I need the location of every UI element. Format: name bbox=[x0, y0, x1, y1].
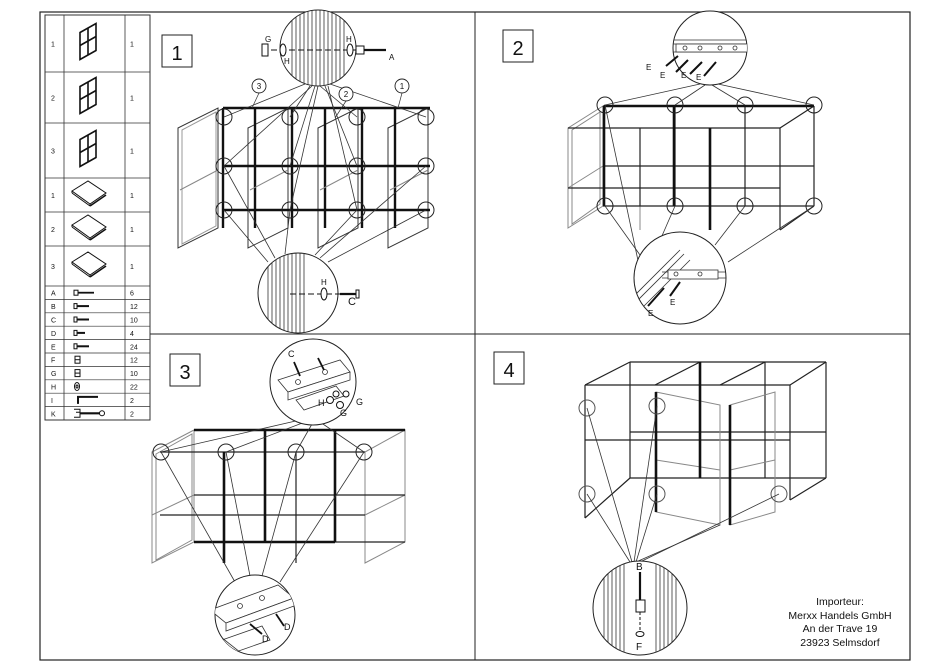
hardware-id: I bbox=[51, 398, 53, 405]
hardware-id: D bbox=[51, 331, 56, 338]
part-qty: 1 bbox=[130, 227, 134, 234]
hardware-qty: 22 bbox=[130, 385, 138, 392]
step-number: 4 bbox=[503, 360, 514, 382]
hardware-id: C bbox=[51, 318, 56, 325]
svg-text:2: 2 bbox=[344, 90, 349, 99]
part-id: 2 bbox=[51, 227, 55, 234]
hardware-id: F bbox=[51, 358, 55, 365]
step-3-panel: 3 bbox=[152, 339, 405, 660]
connector-icon bbox=[75, 370, 80, 377]
connector-icon bbox=[75, 356, 80, 363]
importer-city: 23923 Selmsdorf bbox=[770, 637, 910, 651]
importer-company: Merxx Handels GmbH bbox=[770, 610, 910, 624]
part-id: 1 bbox=[51, 42, 55, 49]
svg-text:G: G bbox=[356, 397, 363, 407]
svg-text:3: 3 bbox=[257, 82, 262, 91]
importer-label: Importeur: bbox=[770, 596, 910, 610]
svg-text:G: G bbox=[265, 35, 271, 44]
svg-text:E: E bbox=[660, 71, 665, 80]
hardware-id: B bbox=[51, 304, 56, 311]
hardware-qty: 12 bbox=[130, 304, 138, 311]
step-2-panel: 2 bbox=[503, 11, 822, 324]
svg-text:E: E bbox=[648, 309, 653, 318]
step-number: 3 bbox=[179, 362, 190, 384]
part-id: 2 bbox=[51, 96, 55, 103]
hardware-id: A bbox=[51, 291, 56, 298]
svg-text:D: D bbox=[284, 622, 291, 632]
svg-text:E: E bbox=[696, 73, 701, 82]
svg-text:1: 1 bbox=[400, 82, 405, 91]
part-qty: 1 bbox=[130, 42, 134, 49]
svg-text:H: H bbox=[318, 398, 325, 408]
part-id: 3 bbox=[51, 149, 55, 156]
hardware-id: K bbox=[51, 411, 56, 418]
step-1-panel: 1 bbox=[162, 0, 434, 340]
hardware-qty: 2 bbox=[130, 411, 134, 418]
hardware-qty: 2 bbox=[130, 398, 134, 405]
hardware-qty: 6 bbox=[130, 291, 134, 298]
svg-text:C: C bbox=[288, 349, 295, 359]
washer-icon bbox=[75, 383, 80, 391]
step-number: 1 bbox=[171, 43, 182, 65]
svg-text:E: E bbox=[681, 71, 686, 80]
svg-text:H: H bbox=[284, 57, 290, 66]
hardware-qty: 4 bbox=[130, 331, 134, 338]
svg-text:D: D bbox=[262, 634, 269, 644]
importer-street: An der Trave 19 bbox=[770, 623, 910, 637]
hardware-id: E bbox=[51, 344, 56, 351]
importer-address: Importeur: Merxx Handels GmbH An der Tra… bbox=[770, 596, 910, 650]
part-qty: 1 bbox=[130, 149, 134, 156]
svg-text:H: H bbox=[321, 278, 327, 287]
svg-text:A: A bbox=[389, 53, 395, 62]
svg-text:C: C bbox=[348, 296, 356, 308]
svg-text:E: E bbox=[670, 298, 675, 307]
part-qty: 1 bbox=[130, 264, 134, 271]
hardware-qty: 10 bbox=[130, 371, 138, 378]
svg-text:H: H bbox=[346, 35, 352, 44]
svg-text:F: F bbox=[636, 642, 642, 653]
hardware-id: G bbox=[51, 371, 56, 378]
svg-text:G: G bbox=[340, 408, 347, 418]
hardware-qty: 24 bbox=[130, 344, 138, 351]
part-qty: 1 bbox=[130, 193, 134, 200]
svg-text:B: B bbox=[636, 562, 643, 573]
svg-text:E: E bbox=[646, 63, 651, 72]
hardware-id: H bbox=[51, 385, 56, 392]
part-qty: 1 bbox=[130, 96, 134, 103]
part-id: 1 bbox=[51, 193, 55, 200]
step-number: 2 bbox=[512, 38, 523, 60]
part-id: 3 bbox=[51, 264, 55, 271]
hardware-qty: 12 bbox=[130, 358, 138, 365]
hardware-qty: 10 bbox=[130, 318, 138, 325]
